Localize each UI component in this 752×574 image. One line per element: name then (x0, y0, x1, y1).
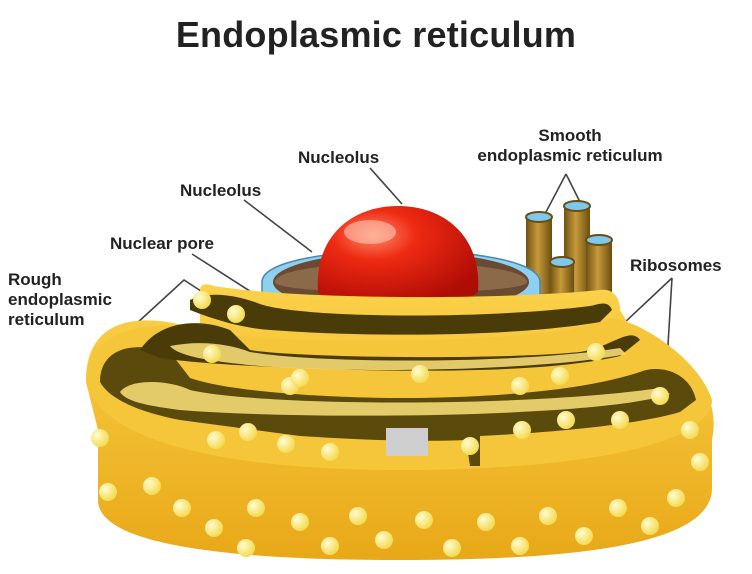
label-smooth-er: Smooth endoplasmic reticulum (446, 126, 694, 166)
ribosome-dot (203, 345, 221, 363)
label-ribosomes: Ribosomes (630, 256, 722, 276)
ribosome-dot (641, 517, 659, 535)
label-nucleolus-side: Nucleolus (180, 181, 261, 201)
label-rough-er-line1: Rough (8, 270, 112, 290)
ribosome-dot (477, 513, 495, 531)
ribosome-dot (291, 513, 309, 531)
label-rough-er-line2: endoplasmic (8, 290, 112, 310)
leader-smooth-er-b (566, 174, 580, 202)
ribosome-dot (551, 367, 569, 385)
ribosome-dot (193, 291, 211, 309)
ribosome-dot (611, 411, 629, 429)
ribosome-dot (143, 477, 161, 495)
ribosome-dot (247, 499, 265, 517)
ribosome-dot (587, 343, 605, 361)
ribosome-dot (321, 537, 339, 555)
ribosome-dot (277, 435, 295, 453)
ribosome-dot (321, 443, 339, 461)
ribosome-dot (205, 519, 223, 537)
ribosome-dot (691, 453, 709, 471)
ribosome-dot (415, 511, 433, 529)
ribosome-dot (91, 429, 109, 447)
ribosome-dot (443, 539, 461, 557)
label-rough-er-line3: reticulum (8, 310, 112, 330)
ribosome-dot (227, 305, 245, 323)
ribosome-dot (539, 507, 557, 525)
ribosome-dot (411, 365, 429, 383)
label-rough-er: Rough endoplasmic reticulum (8, 270, 112, 330)
ribosome-dot (173, 499, 191, 517)
label-smooth-er-line1: Smooth (446, 126, 694, 146)
label-nuclear-pore: Nuclear pore (110, 234, 214, 254)
ribosome-dot (349, 507, 367, 525)
ribosome-dot (511, 537, 529, 555)
ribosome-dot (557, 411, 575, 429)
ribosome-dot (375, 531, 393, 549)
ribosome-dot (239, 423, 257, 441)
leader-nucleolus-top (370, 168, 402, 204)
ribosome-dot (461, 437, 479, 455)
nucleolus (318, 206, 479, 303)
ribosome-dot (237, 539, 255, 557)
ribosome-dot (575, 527, 593, 545)
ribosome-dot (681, 421, 699, 439)
ribosome-dot (609, 499, 627, 517)
ribosome-dot (207, 431, 225, 449)
ribosome-dot (99, 483, 117, 501)
leader-smooth-er-a (546, 174, 566, 212)
ribosome-dot (651, 387, 669, 405)
ribosome-dot (513, 421, 531, 439)
ribosome-dot (667, 489, 685, 507)
ribosome-dot (511, 377, 529, 395)
ribosome-dot (291, 369, 309, 387)
leader-nucleolus-side (244, 200, 312, 252)
label-nucleolus-top: Nucleolus (298, 148, 379, 168)
label-smooth-er-line2: endoplasmic reticulum (446, 146, 694, 166)
